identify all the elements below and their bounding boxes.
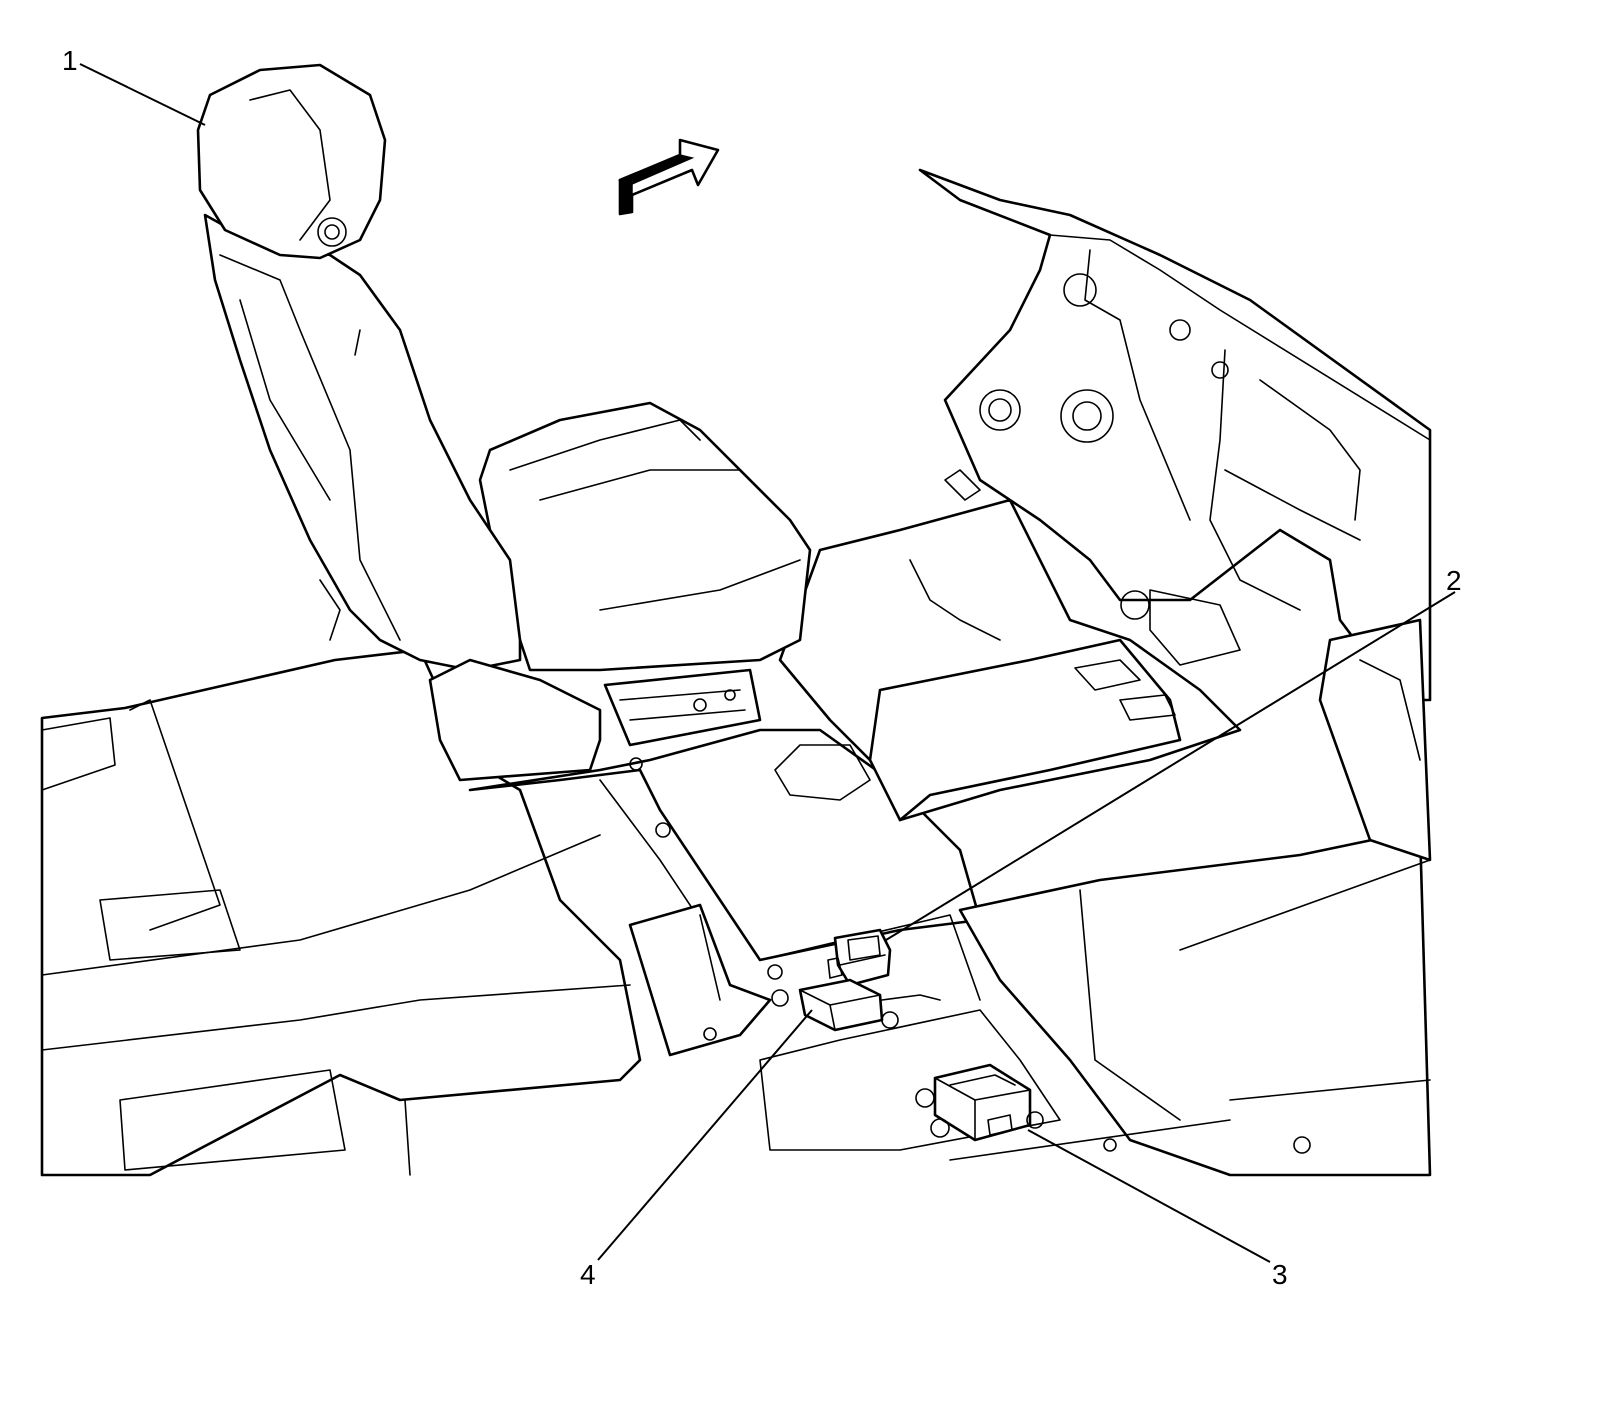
forward-arrow-icon (617, 138, 720, 216)
component-3-sensor (915, 1063, 1044, 1142)
console-area (774, 498, 1242, 822)
callout-1: 1 (62, 45, 78, 76)
seat-assembly (196, 63, 812, 782)
callout-leaders (79, 63, 1456, 1263)
callout-2: 2 (1446, 565, 1462, 596)
component-4-module (771, 978, 941, 1032)
rear-floor-panel (40, 648, 642, 1177)
front-floor-pan (759, 828, 1432, 1177)
component-2-connector (827, 928, 892, 987)
callout-4: 4 (580, 1259, 596, 1290)
body-side-structure (918, 168, 1432, 862)
leader-line-1 (79, 63, 206, 126)
callout-3: 3 (1272, 1259, 1288, 1290)
center-tunnel (468, 728, 982, 1057)
leader-line-3 (1027, 1129, 1271, 1263)
leader-line-4 (597, 1009, 813, 1261)
leader-line-2 (885, 591, 1456, 941)
